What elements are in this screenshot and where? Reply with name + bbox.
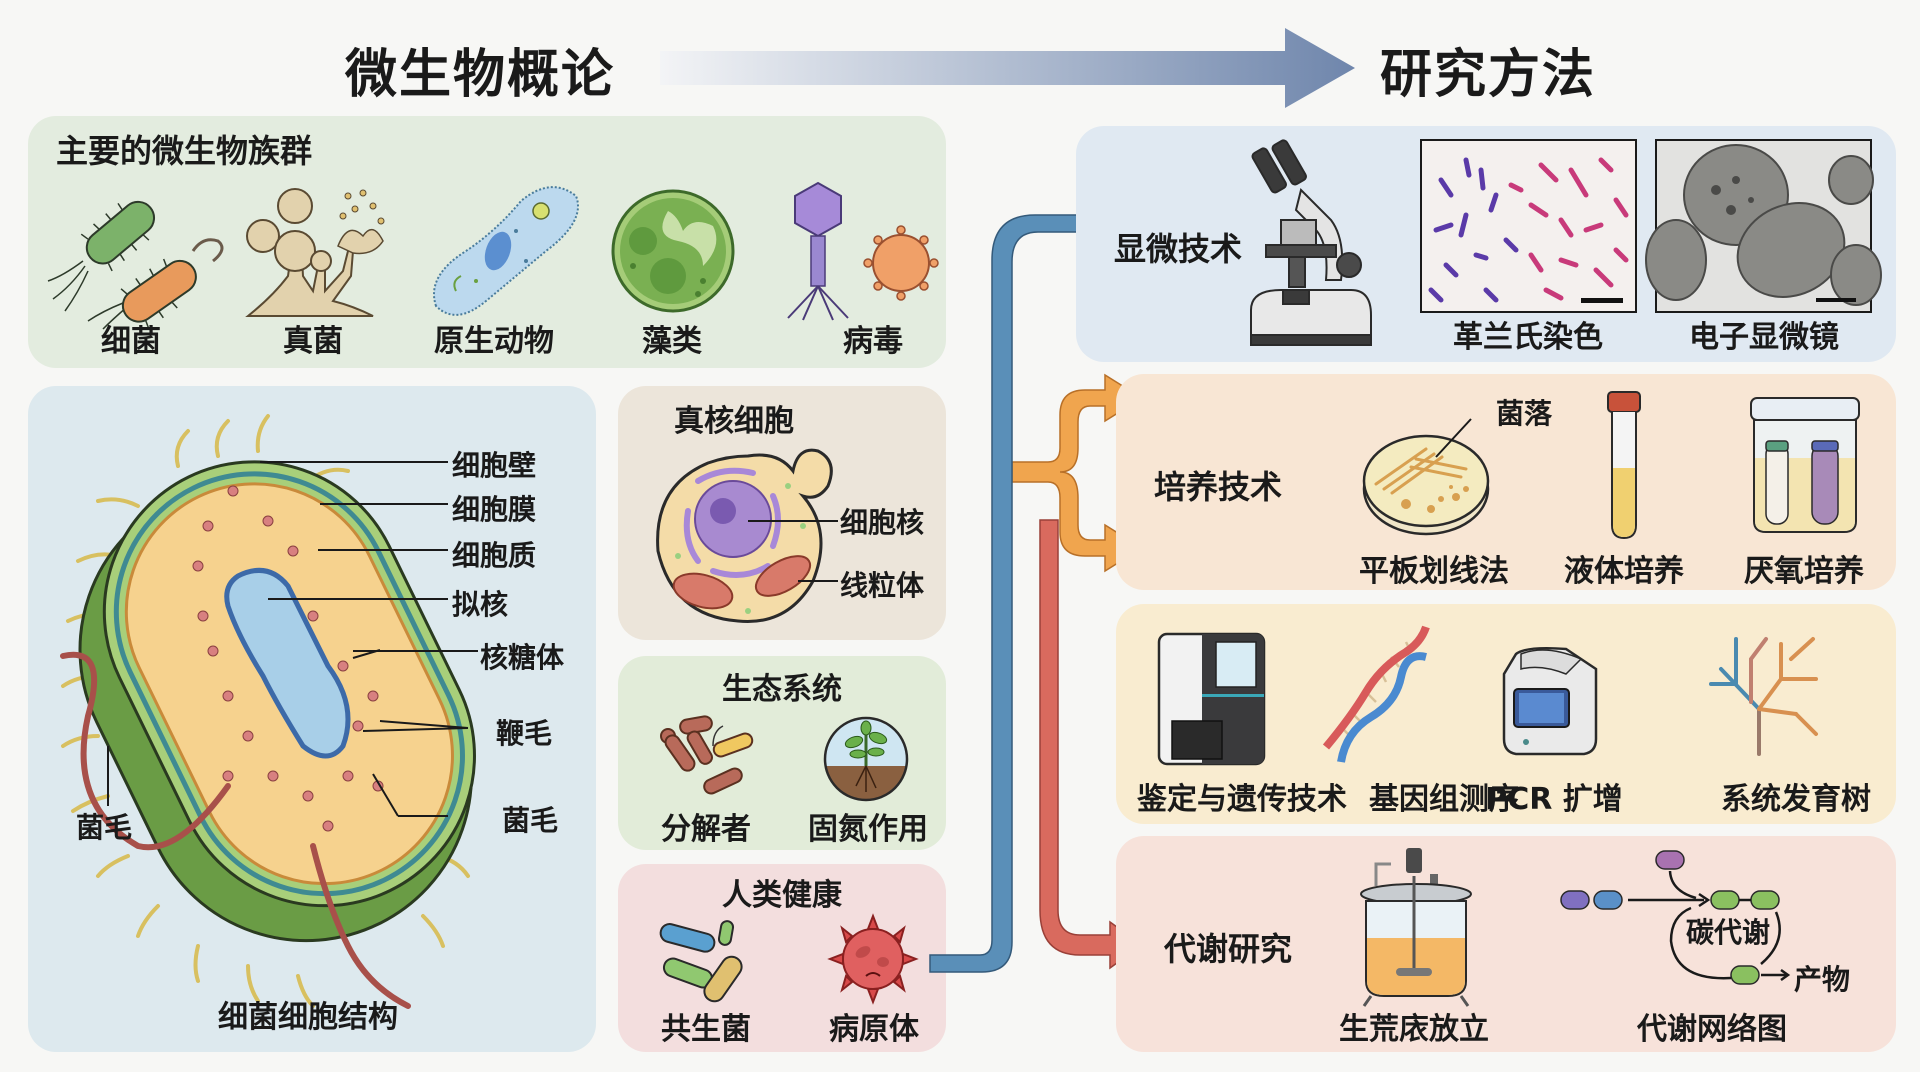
anaerobic-jar-icon <box>1750 397 1860 533</box>
health-label-symbiont: 共生菌 <box>661 1012 751 1047</box>
culture-label-liquid: 液体培养 <box>1564 554 1684 589</box>
genetics-label-pcr: PCR 扩增 <box>1485 782 1623 817</box>
virus-icon <box>787 181 939 321</box>
metabolic-network-icon <box>1560 850 1791 985</box>
symbiont-icon <box>659 920 743 1003</box>
ecology-label-nitrogen-fixation: 固氮作用 <box>808 812 928 847</box>
microscopy-title: 显微技术 <box>1114 230 1243 268</box>
gram-stain-image <box>1420 139 1637 313</box>
group-label-bacteria: 细菌 <box>101 324 161 359</box>
culture-label-anaerobic: 厌氧培养 <box>1744 554 1864 589</box>
genetics-label-sequencing: 基因组测序 <box>1369 782 1519 817</box>
health-panel: 人类健康 共生菌 病原体 <box>618 864 946 1052</box>
ecology-panel: 生态系统 分解者 固氮作用 <box>618 656 946 850</box>
bacterial-cell-panel: 细胞壁 细胞膜 细胞质 拟核 核糖体 鞭毛 菌毛 菌毛 细菌细胞结构 <box>28 386 596 1052</box>
microscopy-label-electron-microscope: 电子显微镜 <box>1689 320 1839 355</box>
culture-title: 培养技术 <box>1154 468 1283 506</box>
network-label-carbon: 碳代谢 <box>1686 916 1771 949</box>
microbe-groups-title: 主要的微生物族群 <box>56 132 313 170</box>
bacteria-icon <box>47 200 224 330</box>
group-label-virus: 病毒 <box>843 324 903 359</box>
microscope-icon <box>1250 139 1372 346</box>
algae-icon <box>611 189 735 313</box>
label-flagellum: 鞭毛 <box>496 717 553 750</box>
nitrogen-fixation-icon <box>823 716 909 802</box>
eukaryotic-cell-icon <box>656 448 838 623</box>
header-arrow <box>660 28 1355 108</box>
ecology-title: 生态系统 <box>722 672 842 707</box>
group-label-algae: 藻类 <box>642 324 702 359</box>
phylogenetic-tree-icon <box>1709 637 1818 756</box>
genetics-panel: PCR 扩增 系统发育树 鉴定与遗传技术 基因组测序 <box>1116 604 1896 824</box>
pcr-machine-icon <box>1502 646 1598 756</box>
electron-microscope-image <box>1645 139 1882 313</box>
label-pilus-right: 菌毛 <box>502 804 559 837</box>
culture-label-streak-plate: 平板划线法 <box>1359 554 1509 589</box>
health-label-pathogen: 病原体 <box>829 1012 919 1047</box>
label-cell-wall: 细胞壁 <box>452 449 537 482</box>
metabolism-title: 代谢研究 <box>1164 930 1293 968</box>
eukaryote-panel: 真核细胞 细胞核 线粒体 <box>618 386 946 640</box>
fungi-icon <box>245 188 385 317</box>
colony-label: 菌落 <box>1496 397 1553 430</box>
metabolism-panel: 代谢研究 生荒庡放立 碳代谢 产物 代谢网络图 <box>1116 836 1896 1052</box>
bioreactor-icon <box>1360 848 1472 1007</box>
genetics-label-phylogeny: 系统发育树 <box>1721 782 1871 817</box>
label-pilus-left: 菌毛 <box>76 811 133 844</box>
dna-helix-icon <box>1322 625 1430 763</box>
label-cell-membrane: 细胞膜 <box>452 493 537 526</box>
pathogen-icon <box>827 913 919 1005</box>
label-ribosome: 核糖体 <box>480 641 565 674</box>
culture-panel: 培养技术 菌落 平板划线法 液体培养 厌氧培养 <box>1116 374 1896 590</box>
overview-title: 微生物概论 <box>345 45 616 105</box>
metabolism-label-bioreactor: 生荒庡放立 <box>1339 1012 1489 1047</box>
metabolism-label-network: 代谢网络图 <box>1637 1012 1787 1047</box>
petri-dish-icon <box>1362 418 1490 536</box>
arrow-to-metabolism <box>1039 519 1144 970</box>
eukaryote-title: 真核细胞 <box>674 404 794 439</box>
group-label-protozoa: 原生动物 <box>434 324 554 359</box>
microscopy-label-gram-stain: 革兰氏染色 <box>1453 320 1603 355</box>
test-tube-icon <box>1607 391 1641 540</box>
microbe-groups-panel: 主要的微生物族群 细菌 <box>28 116 946 368</box>
microscopy-panel: 显微技术 革兰氏染色 <box>1076 126 1896 362</box>
group-label-fungi: 真菌 <box>283 324 343 359</box>
health-title: 人类健康 <box>722 878 842 913</box>
label-nucleoid: 拟核 <box>452 588 509 621</box>
decomposer-icon <box>660 715 754 795</box>
ecology-label-decomposer: 分解者 <box>661 812 751 847</box>
sequencer-icon <box>1157 632 1266 766</box>
genetics-title: 鉴定与遗传技术 <box>1137 782 1347 817</box>
methods-title: 研究方法 <box>1380 45 1597 105</box>
label-nucleus: 细胞核 <box>840 506 925 539</box>
bacterial-cell-caption: 细菌细胞结构 <box>218 1000 398 1035</box>
network-label-product: 产物 <box>1794 963 1851 996</box>
label-cytoplasm: 细胞质 <box>452 539 537 572</box>
bacterial-cell-diagram <box>60 414 478 1009</box>
label-mitochondria: 线粒体 <box>840 569 925 602</box>
protozoa-icon <box>433 186 579 316</box>
